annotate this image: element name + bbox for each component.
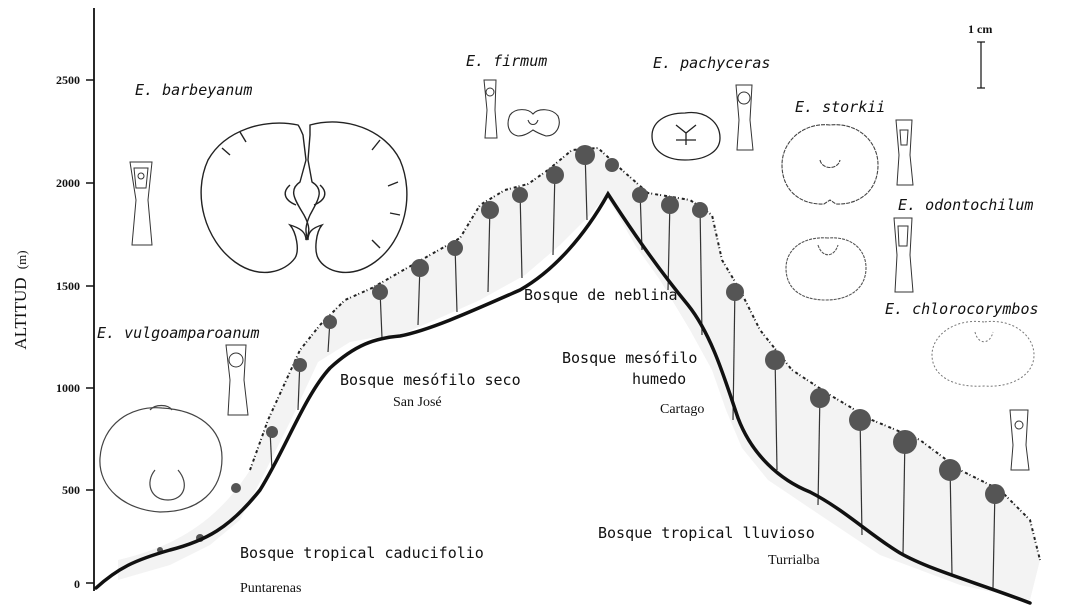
- zone-label-mesofilo-humedo-line1: Bosque mesófilo: [562, 349, 697, 367]
- odontochilum-column-drawing: [894, 218, 913, 292]
- storkii-column-drawing: [896, 120, 913, 185]
- svg-text:ALTITUD (m): ALTITUD (m): [11, 250, 30, 349]
- barbeyanum-lip-drawing: [201, 122, 407, 272]
- scale-bar: 1 cm: [968, 22, 992, 88]
- barbeyanum-column-drawing: [130, 162, 152, 245]
- species-label-odontochilum: E. odontochilum: [898, 196, 1033, 214]
- tick-label-2500: 2500: [56, 73, 80, 87]
- place-label-cartago: Cartago: [660, 402, 704, 417]
- pachyceras-lip-drawing: [652, 113, 720, 160]
- species-label-vulgoamparoanum: E. vulgoamparoanum: [97, 324, 260, 342]
- zone-label-mesofilo-seco: Bosque mesófilo seco: [340, 371, 521, 389]
- zone-label-neblina: Bosque de neblina: [524, 286, 678, 304]
- firmum-column-drawing: [484, 80, 497, 138]
- tick-label-0: 0: [74, 577, 80, 591]
- y-axis-title: ALTITUD (m): [11, 250, 30, 349]
- forest-fill: [118, 148, 1040, 600]
- place-label-san-jose: San José: [393, 395, 442, 410]
- firmum-lip-drawing: [508, 110, 559, 136]
- axis-label: ALTITUD: [11, 277, 30, 349]
- zone-label-mesofilo-humedo-line2: humedo: [632, 370, 686, 388]
- place-label-turrialba: Turrialba: [768, 553, 820, 568]
- tick-label-500: 500: [62, 483, 80, 497]
- chlorocorymbos-column-drawing: [1010, 410, 1029, 470]
- species-label-barbeyanum: E. barbeyanum: [135, 81, 252, 99]
- vulgoamparoanum-lip-drawing: [100, 406, 222, 513]
- place-label-puntarenas: Puntarenas: [240, 581, 301, 596]
- scale-bar-label: 1 cm: [968, 22, 992, 36]
- pachyceras-column-drawing: [736, 85, 753, 150]
- zone-label-tropical-lluvioso: Bosque tropical lluvioso: [598, 524, 815, 542]
- tick-label-1000: 1000: [56, 381, 80, 395]
- species-label-chlorocorymbos: E. chlorocorymbos: [885, 300, 1039, 318]
- tick-label-2000: 2000: [56, 176, 80, 190]
- zone-label-tropical-caducifolio: Bosque tropical caducifolio: [240, 544, 484, 562]
- storkii-lip-drawing: [782, 125, 878, 204]
- species-label-firmum: E. firmum: [466, 52, 547, 70]
- odontochilum-lip-drawing: [786, 238, 866, 300]
- species-label-storkii: E. storkii: [795, 98, 885, 116]
- y-axis-ticks: [86, 80, 94, 583]
- tick-label-1500: 1500: [56, 279, 80, 293]
- vulgoamparoanum-column-drawing: [226, 345, 248, 415]
- chlorocorymbos-lip-drawing: [932, 321, 1034, 386]
- species-label-pachyceras: E. pachyceras: [653, 54, 770, 72]
- axis-unit: (m): [14, 250, 29, 269]
